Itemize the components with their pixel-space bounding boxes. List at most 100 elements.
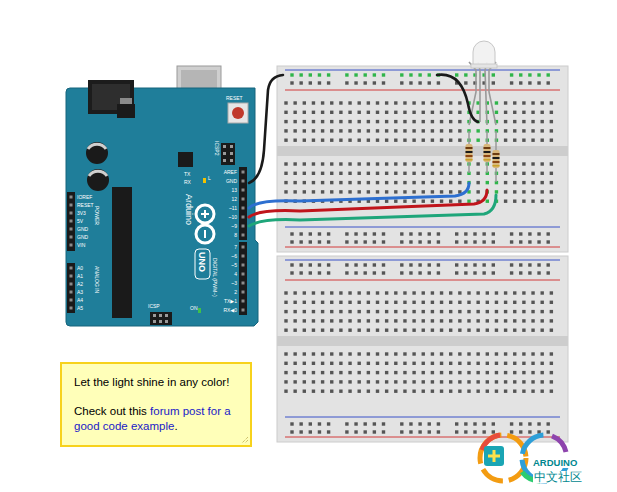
breadboard-hole (382, 271, 385, 274)
breadboard-hole (293, 101, 296, 104)
breadboard-hole (348, 371, 351, 374)
breadboard-hole (495, 111, 498, 114)
breadboard-hole (431, 129, 434, 132)
breadboard-hole (367, 111, 370, 114)
breadboard-hole (364, 422, 367, 425)
pin-label: 13 (231, 188, 237, 193)
arduino-board (153, 320, 156, 323)
breadboard-hole (550, 181, 553, 184)
breadboard-hole (541, 129, 544, 132)
arduino-board (66, 66, 258, 326)
breadboard-hole (440, 380, 443, 383)
breadboard-hole (303, 101, 306, 104)
breadboard-hole (385, 291, 388, 294)
breadboard-hole (373, 73, 376, 76)
breadboard-hole (422, 352, 425, 355)
breadboard-hole (431, 101, 434, 104)
breadboard-hole (385, 362, 388, 365)
breadboard-hole (449, 101, 452, 104)
breadboard-hole (303, 181, 306, 184)
breadboard-hole (299, 240, 302, 243)
breadboard-hole (339, 380, 342, 383)
breadboard-hole (495, 310, 498, 313)
pin-label: A5 (77, 306, 83, 311)
breadboard-hole (385, 380, 388, 383)
breadboard-hole (522, 362, 525, 365)
breadboard-hole (339, 181, 342, 184)
breadboard-hole (394, 352, 397, 355)
pin-label: DIGITAL (PWM~) (212, 258, 217, 297)
breadboard-hole (382, 73, 385, 76)
breadboard-hole (449, 301, 452, 304)
breadboard-hole (293, 352, 296, 355)
breadboard-hole (476, 129, 479, 132)
breadboard-hole (449, 371, 452, 374)
breadboard-hole (495, 329, 498, 332)
breadboard-channel (277, 336, 568, 346)
breadboard-hole (382, 81, 385, 84)
breadboard-hole (299, 430, 302, 433)
arduino-board (223, 145, 233, 162)
breadboard-hole (303, 310, 306, 313)
breadboard-hole (492, 263, 495, 266)
breadboard-hole (528, 271, 531, 274)
breadboard-hole (394, 200, 397, 203)
pin-label: AREF (224, 170, 237, 175)
breadboard-hole (385, 139, 388, 142)
breadboard-hole (345, 271, 348, 274)
watermark-logo (552, 436, 566, 452)
resistor-symbol (493, 150, 500, 168)
breadboard-hole (449, 111, 452, 114)
breadboard-hole (376, 362, 379, 365)
breadboard-hole (394, 371, 397, 374)
breadboard-hole (522, 111, 525, 114)
breadboard-hole (422, 362, 425, 365)
breadboard-hole (400, 430, 403, 433)
breadboard-hole (418, 81, 421, 84)
breadboard-hole (403, 301, 406, 304)
breadboard-hole (531, 390, 534, 393)
breadboard-hole (321, 190, 324, 193)
arduino-board (112, 187, 132, 318)
arduino-board (223, 152, 226, 155)
breadboard-hole (330, 291, 333, 294)
breadboard-body (277, 66, 568, 252)
breadboard-hole (504, 291, 507, 294)
breadboard-hole (467, 352, 470, 355)
breadboard-hole (373, 422, 376, 425)
breadboard-hole (385, 190, 388, 193)
header-pin (70, 291, 73, 294)
arduino-board (239, 167, 247, 240)
breadboard-hole (330, 301, 333, 304)
breadboard-hole (504, 120, 507, 123)
arduino-board (67, 263, 75, 313)
breadboard-hole (394, 101, 397, 104)
breadboard-hole (495, 362, 498, 365)
header-pin (242, 198, 245, 201)
breadboard-hole (504, 390, 507, 393)
breadboard-hole (354, 422, 357, 425)
breadboard-hole (455, 430, 458, 433)
breadboard-hole (492, 81, 495, 84)
pin-label: 12 (231, 197, 237, 202)
breadboard-hole (303, 380, 306, 383)
breadboard-hole (348, 190, 351, 193)
breadboard-hole (309, 232, 312, 235)
breadboard-hole (339, 120, 342, 123)
breadboard-hole (492, 422, 495, 425)
breadboard-hole (394, 390, 397, 393)
breadboard-hole (394, 362, 397, 365)
breadboard-hole (504, 162, 507, 165)
breadboard-hole (345, 240, 348, 243)
breadboard-hole (550, 371, 553, 374)
board-logo-text: UNO (197, 252, 206, 272)
breadboard-hole (403, 129, 406, 132)
breadboard-hole (321, 301, 324, 304)
breadboard-hole (541, 200, 544, 203)
breadboard-hole (327, 271, 330, 274)
breadboard-hole (449, 172, 452, 175)
breadboard-hole (541, 120, 544, 123)
breadboard-hole (409, 232, 412, 235)
breadboard-hole (409, 81, 412, 84)
